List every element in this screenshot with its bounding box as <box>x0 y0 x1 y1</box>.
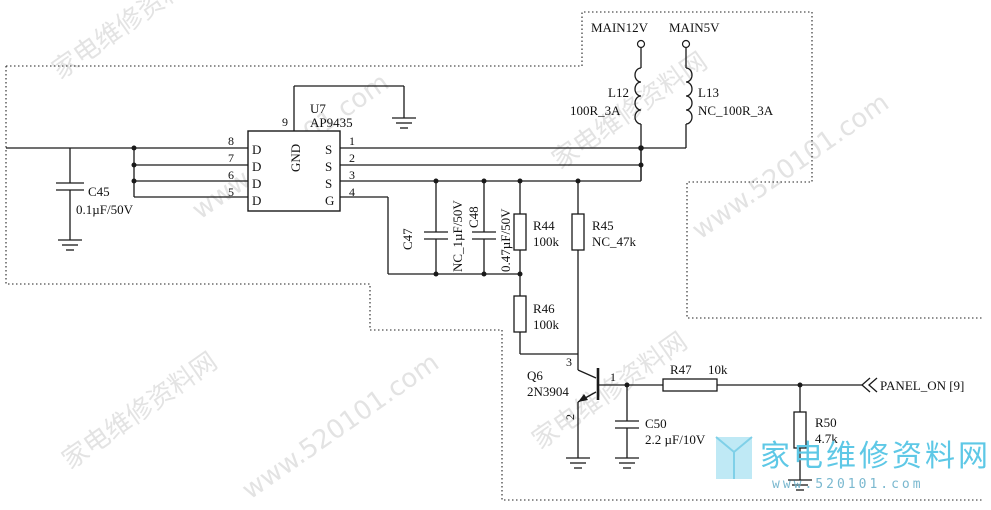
c45-ref: C45 <box>88 184 110 199</box>
c50-value: 2.2 µF/10V <box>645 432 706 447</box>
r44-value: 100k <box>533 234 560 249</box>
u7-pin-5: 5 <box>228 185 234 199</box>
r47-ref: R47 <box>670 362 692 377</box>
test-point-icon <box>681 39 691 49</box>
resistor-icon <box>513 295 527 333</box>
q6-pin-e: 2 <box>563 414 577 420</box>
r45-value: NC_47k <box>592 234 637 249</box>
u7-pin-name-d: D <box>252 159 261 174</box>
offpage-connector-icon <box>861 377 878 393</box>
capacitor-icon <box>56 182 84 191</box>
watermark-layer: 家电维修资料网 www.520101.com 家电维修资料网 www.52010… <box>47 0 895 506</box>
l13-value: NC_100R_3A <box>698 103 774 118</box>
u7-pin-7: 7 <box>228 151 234 165</box>
u7-left-pins: 8 7 6 5 D D D D <box>228 134 261 208</box>
r50-ref: R50 <box>815 415 837 430</box>
c47-value: NC_1µF/50V <box>450 200 465 272</box>
c50-ref: C50 <box>645 416 667 431</box>
u7-part: AP9435 <box>310 115 353 130</box>
capacitor-icon <box>424 231 448 240</box>
u7-pin-6: 6 <box>228 168 234 182</box>
u7-ref: U7 <box>310 101 326 116</box>
dotted-boundary-upper <box>6 11 983 319</box>
l13-ref: L13 <box>698 85 719 100</box>
q6-part: 2N3904 <box>527 384 569 399</box>
u7-pin-2: 2 <box>349 151 355 165</box>
u7-pin-name-s: S <box>325 176 332 191</box>
u7-pin-name-d: D <box>252 142 261 157</box>
u7-pin-3: 3 <box>349 168 355 182</box>
ground-icon <box>566 457 590 469</box>
resistor-icon <box>662 378 718 392</box>
u7-gnd-label: GND <box>288 144 303 172</box>
u7-pin-name-s: S <box>325 142 332 157</box>
c48-ref: C48 <box>466 206 481 228</box>
c47-ref: C47 <box>400 228 415 250</box>
r47-value: 10k <box>708 362 728 377</box>
c48-value: 0.47µF/50V <box>498 208 513 272</box>
resistor-icon <box>513 213 527 251</box>
r45-ref: R45 <box>592 218 614 233</box>
u7-pin-name-s: S <box>325 159 332 174</box>
u7-body <box>247 130 341 212</box>
inductor-icon <box>634 67 642 125</box>
rail-label-main12v: MAIN12V <box>591 20 649 35</box>
u7-pin-9: 9 <box>282 115 288 129</box>
capacitor-icon <box>615 420 639 429</box>
ground-icon <box>392 117 416 129</box>
ground-icon <box>615 457 639 469</box>
dotted-boundary-lower <box>5 66 983 501</box>
watermark-site-url: www.520101.com <box>237 348 445 506</box>
panel-on-net-label: PANEL_ON [9] <box>880 378 964 393</box>
q6-pin-b: 1 <box>610 370 616 384</box>
u7-pin-name-d: D <box>252 193 261 208</box>
r44-ref: R44 <box>533 218 555 233</box>
q6-pin-c: 3 <box>566 355 572 369</box>
ground-icon <box>58 239 82 251</box>
u7-pin-4: 4 <box>349 185 355 199</box>
inductor-icon <box>685 67 693 125</box>
l12-ref: L12 <box>608 85 629 100</box>
c45-value: 0.1µF/50V <box>76 202 134 217</box>
resistor-icon <box>571 213 585 251</box>
u7-pin-name-g: G <box>325 193 334 208</box>
logo-url: www.520101.com <box>772 477 924 492</box>
r46-value: 100k <box>533 317 560 332</box>
test-point-icon <box>636 39 646 49</box>
u7-pin-1: 1 <box>349 134 355 148</box>
watermark-site-cn: 家电维修资料网 <box>57 347 223 476</box>
l12-value: 100R_3A <box>570 103 621 118</box>
ground-icon <box>788 479 812 491</box>
r50-value: 4.7k <box>815 431 838 446</box>
rail-label-main5v: MAIN5V <box>669 20 720 35</box>
watermark-site-cn: 家电维修资料网 <box>47 0 213 86</box>
capacitor-icon <box>472 231 496 240</box>
u7-pin-name-d: D <box>252 176 261 191</box>
u7-pin-8: 8 <box>228 134 234 148</box>
r46-ref: R46 <box>533 301 555 316</box>
logo-text-cn: 家电维修资料网 <box>760 439 991 474</box>
q6-ref: Q6 <box>527 368 543 383</box>
u7-right-pins: 1 2 3 4 S S S G <box>325 134 355 208</box>
site-logo: 家电维修资料网 www.520101.com <box>715 436 991 492</box>
